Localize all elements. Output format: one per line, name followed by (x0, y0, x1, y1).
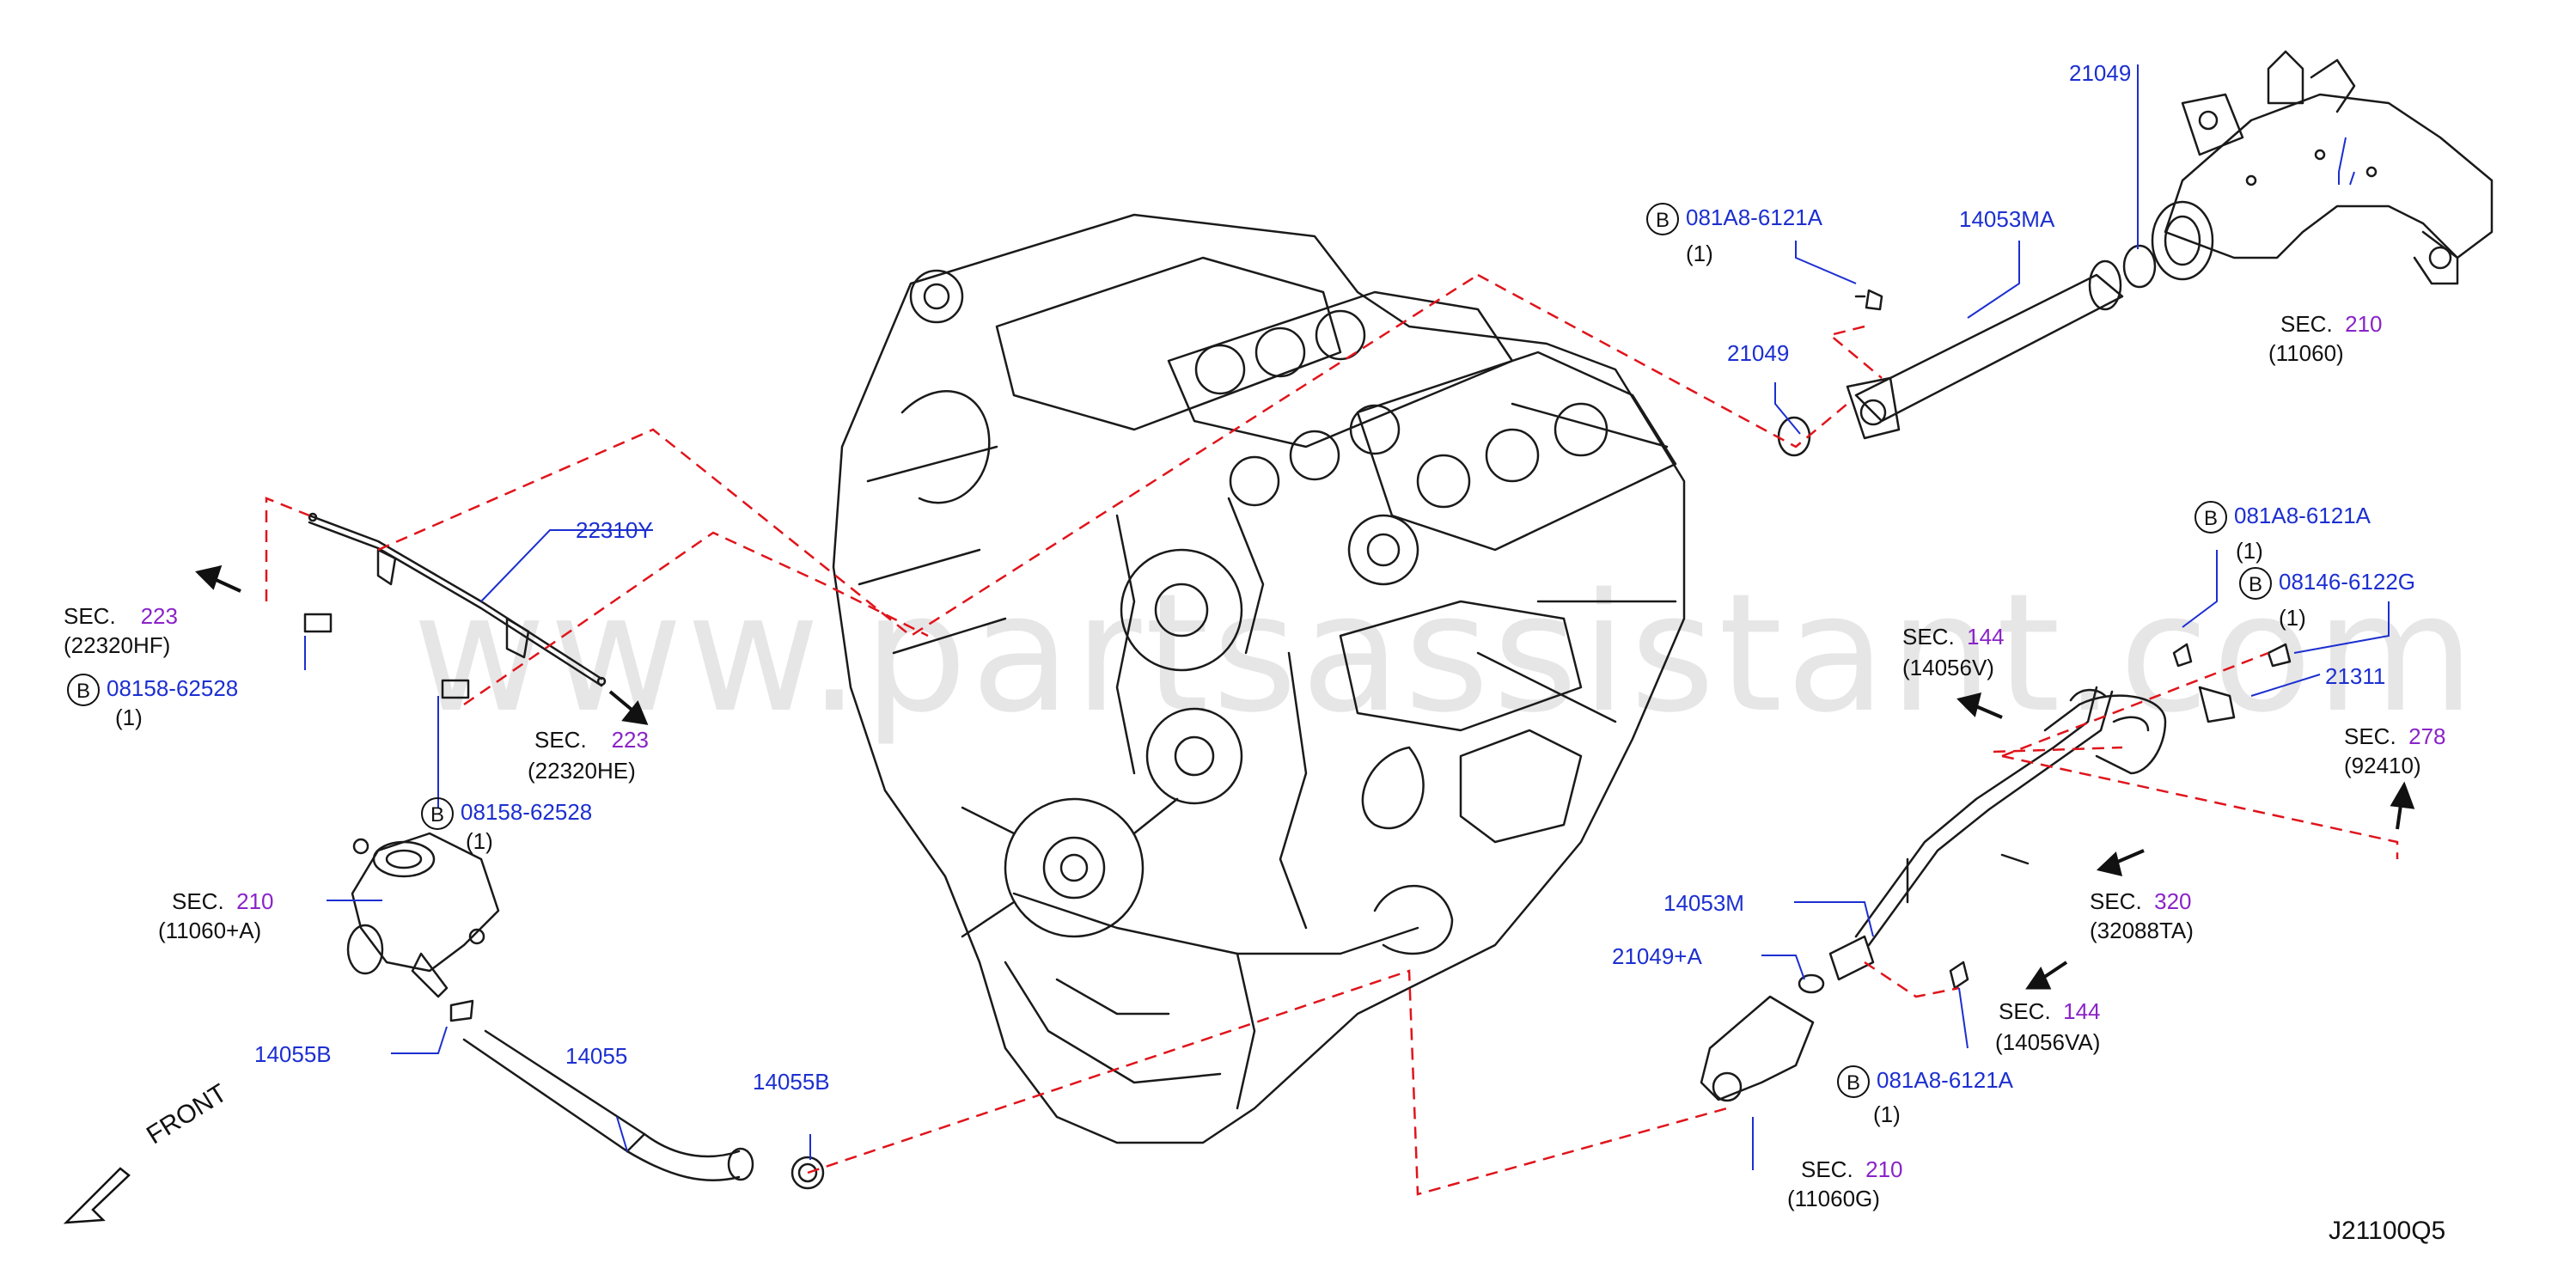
part-number: 081A8-6121A (2234, 502, 2372, 528)
sec-210-left-ref: (11060+A) (158, 918, 262, 943)
sec-320-ref: (32088TA) (2090, 918, 2194, 943)
sec-223-mid-ref: (22320HE) (528, 758, 636, 784)
sec-144-bot: SEC. 144 (1999, 998, 2101, 1024)
sec-number: 223 (140, 603, 178, 629)
direction-arrows (195, 564, 2415, 990)
bolt-symbol-b: B (1837, 1065, 1870, 1098)
callout-14055: 14055 (565, 1043, 628, 1069)
bolt-symbol-b: B (2239, 567, 2272, 600)
callout-14055B-right: 14055B (753, 1069, 830, 1095)
callout-21311: 21311 (2325, 663, 2386, 689)
sec-prefix: SEC. (64, 603, 116, 629)
dashed-reference-lines (265, 273, 2399, 1196)
callout-14055B-left: 14055B (254, 1041, 332, 1067)
sec-prefix: SEC. (2280, 311, 2333, 337)
sec-prefix: SEC. (2090, 888, 2142, 914)
sec-278-ref: (92410) (2344, 753, 2421, 778)
quantity-label: (1) (2279, 605, 2306, 631)
part-number: 08158-62528 (107, 674, 239, 701)
callout-leader-lines (304, 64, 2390, 1170)
bolt-symbol-b: B (1646, 203, 1679, 235)
callout-14053M: 14053M (1663, 890, 1744, 916)
sec-210-top-ref: (11060) (2268, 340, 2344, 366)
breather-tube-22310Y-drawing (303, 512, 607, 699)
sec-number: 278 (2408, 723, 2446, 749)
engine-block-drawing (832, 213, 1686, 1144)
sec-number: 320 (2154, 888, 2192, 914)
sec-prefix: SEC. (2344, 723, 2396, 749)
part-number: 081A8-6121A (1686, 204, 1823, 230)
quantity-label: (1) (2236, 538, 2263, 564)
sec-144-bot-ref: (14056VA) (1995, 1029, 2101, 1055)
sec-223-left: SEC. 223 (64, 603, 178, 629)
callout-21049-mid: 21049 (1727, 340, 1790, 366)
hose-14055-drawing (462, 1029, 825, 1190)
callout-22310Y: 22310Y (576, 517, 653, 543)
callout-21049A: 21049+A (1612, 943, 1702, 969)
part-number: 08146-6122G (2279, 568, 2416, 595)
sec-210-left: SEC. 210 (172, 888, 274, 914)
sec-210-bot: SEC. 210 (1801, 1156, 1903, 1182)
sec-number: 223 (611, 727, 649, 753)
sec-210-top: SEC. 210 (2280, 311, 2383, 337)
callout-14053MA: 14053MA (1959, 206, 2055, 232)
bolt-callout-08158-mid: B 08158-62528 (421, 797, 592, 830)
sec-number: 210 (2345, 311, 2383, 337)
sec-prefix: SEC. (534, 727, 587, 753)
callout-21049-top: 21049 (2069, 60, 2132, 86)
quantity-label: (1) (1873, 1101, 1901, 1127)
diagram-code: J21100Q5 (2329, 1217, 2446, 1245)
bolt-symbol-b: B (67, 674, 100, 706)
bolt-callout-08146: B 08146-6122G (2239, 567, 2415, 600)
sec-number: 210 (236, 888, 274, 914)
sec-number: 210 (1865, 1156, 1903, 1182)
bolt-callout-081A8-right: B 081A8-6121A (2194, 501, 2371, 534)
bolt-symbol-b: B (2194, 501, 2227, 534)
sec-prefix: SEC. (1902, 624, 1955, 650)
sec-prefix: SEC. (1999, 998, 2051, 1024)
bolt-symbol-b: B (421, 797, 454, 830)
sec-223-mid: SEC. 223 (534, 727, 649, 753)
water-pipe-14053MA-drawing (1777, 244, 2157, 457)
front-arrow-icon (63, 1167, 131, 1224)
bolt-callout-08158-left: B 08158-62528 (67, 674, 238, 706)
part-number: 081A8-6121A (1877, 1066, 2014, 1093)
water-inlet-drawing (346, 832, 500, 1022)
sec-prefix: SEC. (172, 888, 224, 914)
bolt-callout-081A8-bot: B 081A8-6121A (1837, 1065, 2013, 1098)
quantity-label: (1) (115, 705, 143, 730)
sec-223-left-ref: (22320HF) (64, 632, 171, 658)
sec-number: 144 (1967, 624, 2005, 650)
sec-144-top-ref: (14056V) (1902, 655, 1994, 680)
part-number: 08158-62528 (461, 798, 593, 825)
quantity-label: (1) (466, 828, 493, 854)
water-pipe-14053M-drawing (1700, 643, 2292, 1102)
sec-278: SEC. 278 (2344, 723, 2446, 749)
bolt-callout-081A8-top: B 081A8-6121A (1646, 203, 1822, 235)
quantity-label: (1) (1686, 241, 1713, 266)
water-outlet-drawing (2151, 50, 2494, 285)
sec-prefix: SEC. (1801, 1156, 1853, 1182)
sec-210-bot-ref: (11060G) (1787, 1186, 1880, 1211)
sec-number: 144 (2063, 998, 2101, 1024)
sec-320: SEC. 320 (2090, 888, 2192, 914)
sec-144-top: SEC. 144 (1902, 624, 2005, 650)
